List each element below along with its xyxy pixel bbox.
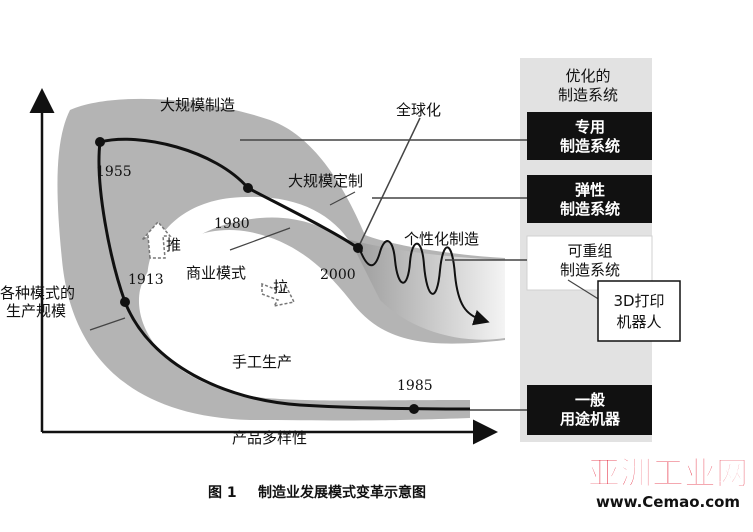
y-axis-label-line1: 各种模式的 bbox=[0, 284, 75, 302]
optimized-system-line2: 制造系统 bbox=[558, 86, 618, 104]
reconfig-system-line1: 可重组 bbox=[567, 242, 612, 260]
pointer-customization bbox=[329, 191, 356, 206]
label-pull: 拉 bbox=[273, 278, 288, 296]
caption-title: 制造业发展模式变革示意图 bbox=[258, 484, 426, 501]
year-label-1955: 1955 bbox=[96, 164, 132, 180]
printer-robot-box bbox=[597, 280, 681, 342]
general-machine-line1: 一般 bbox=[575, 391, 605, 409]
printer-robot-line2: 机器人 bbox=[616, 313, 661, 331]
x-axis-label: 产品多样性 bbox=[232, 429, 307, 447]
optimized-system-line1: 优化的 bbox=[565, 67, 610, 85]
evolution-trajectory-line bbox=[97, 137, 364, 303]
year-label-2000: 2000 bbox=[320, 267, 356, 283]
general-machine-line2: 用途机器 bbox=[560, 410, 621, 428]
watermark-brand: 亚洲工业网 bbox=[588, 454, 748, 492]
label-globalization: 全球化 bbox=[396, 101, 441, 119]
printer-robot-line1: 3D打印 bbox=[613, 292, 664, 310]
general-machine-box bbox=[527, 385, 652, 435]
caption-figure-number: 图 1 bbox=[208, 485, 237, 501]
label-mass-customization: 大规模定制 bbox=[288, 172, 363, 190]
watermark-url: www.Cemao.com bbox=[596, 493, 740, 511]
pointer-globalization bbox=[357, 117, 421, 249]
label-personalized: 个性化制造 bbox=[404, 230, 479, 248]
flexible-system-line2: 制造系统 bbox=[560, 200, 620, 218]
label-mass-production: 大规模制造 bbox=[160, 96, 235, 114]
flexible-system-line1: 弹性 bbox=[575, 181, 605, 199]
push-arrow-icon bbox=[141, 220, 172, 259]
label-business-model: 商业模式 bbox=[186, 264, 246, 282]
flexible-system-box bbox=[527, 175, 652, 223]
year-dot-1955 bbox=[95, 137, 105, 147]
year-dot-2000 bbox=[353, 243, 363, 253]
dedicated-system-line1: 专用 bbox=[575, 118, 605, 136]
pointer-business-model bbox=[229, 227, 291, 251]
pointer-y-axis-label bbox=[89, 317, 126, 331]
dedicated-system-line2: 制造系统 bbox=[560, 137, 620, 155]
year-dot-1985 bbox=[409, 404, 419, 414]
label-craft: 手工生产 bbox=[232, 353, 292, 371]
evolution-band bbox=[57, 98, 505, 421]
year-label-1985: 1985 bbox=[397, 378, 433, 394]
year-dot-1980 bbox=[243, 183, 253, 193]
pointer-3d-printer bbox=[567, 279, 601, 301]
year-label-1913: 1913 bbox=[128, 272, 164, 288]
year-dot-1913 bbox=[120, 297, 130, 307]
y-axis-label-line2: 生产规模 bbox=[6, 302, 66, 320]
dedicated-system-box bbox=[527, 112, 652, 160]
personalized-squiggle-line bbox=[359, 240, 490, 326]
year-label-1980: 1980 bbox=[214, 216, 250, 232]
pull-arrow-icon bbox=[261, 282, 296, 308]
label-push: 推 bbox=[166, 236, 181, 254]
reconfig-system-line2: 制造系统 bbox=[560, 261, 620, 279]
